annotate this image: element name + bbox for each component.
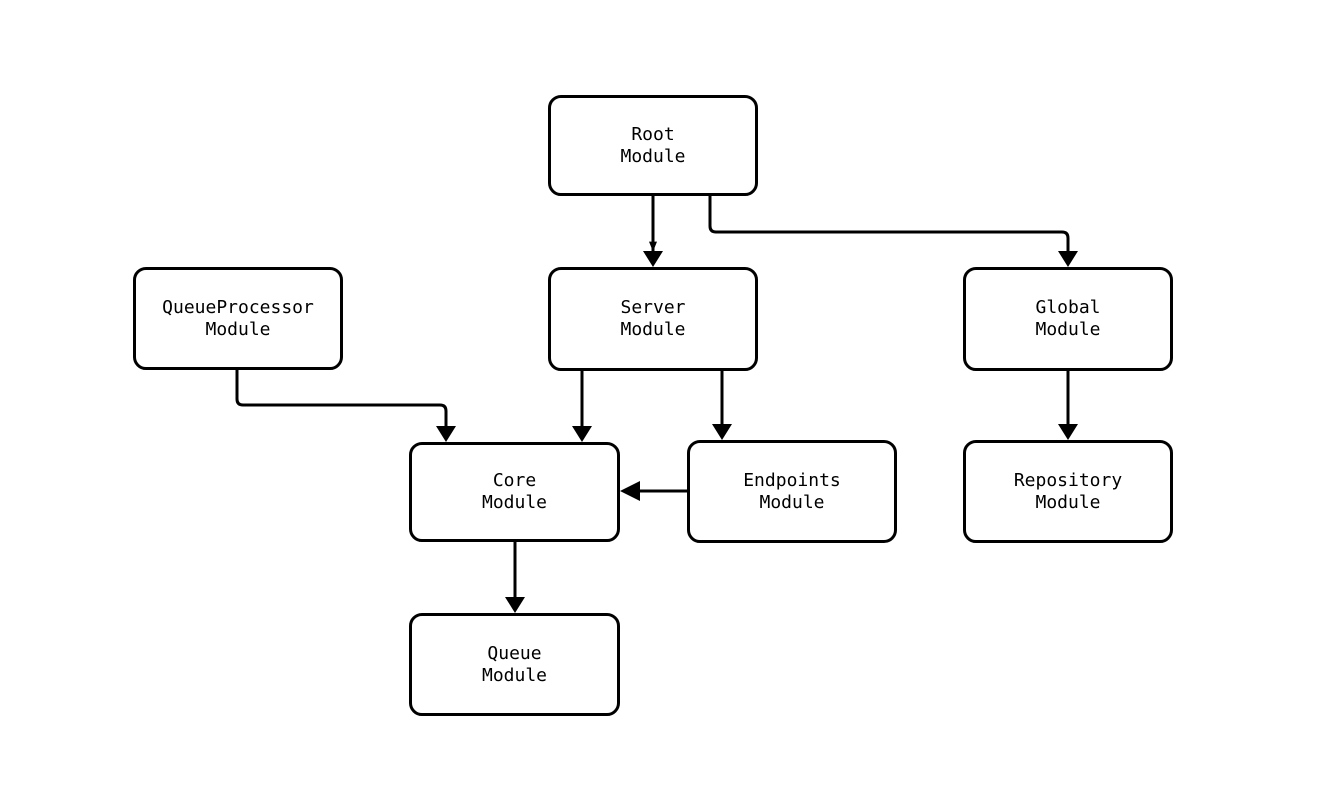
repository-module-label-line1: Repository — [1013, 469, 1123, 491]
queue-module-node[interactable]: Queue Module — [409, 613, 620, 716]
queueprocessor-module-label-line2: Module — [205, 318, 271, 340]
edge-global-to-repository-arrowhead — [1058, 424, 1078, 440]
server-module-label-line2: Module — [620, 319, 686, 340]
edge-server-to-endpoints-arrowhead — [712, 424, 732, 440]
global-module-label-line1: Global — [1035, 297, 1101, 318]
queueprocessor-module-label-line1: QueueProcessor — [162, 296, 314, 318]
edge-root-to-global-arrowhead — [1058, 251, 1078, 267]
edge-queueprocessor-to-core-path — [235, 370, 448, 426]
server-module-label-line1: Server — [620, 297, 686, 318]
queue-module-label-line1: Queue — [487, 642, 542, 664]
queueprocessor-module-node[interactable]: QueueProcessor Module — [133, 267, 343, 370]
edge-server-to-core-arrowhead — [572, 426, 592, 442]
edge-endpoints-to-core-arrowhead — [620, 481, 640, 501]
queue-module-label-line2: Module — [481, 664, 548, 686]
endpoints-module-label-line2: Module — [759, 491, 825, 513]
global-module-node[interactable]: Global Module — [963, 267, 1173, 371]
core-module-label-line1: Core — [492, 470, 537, 491]
endpoints-module-node[interactable]: Endpoints Module — [687, 440, 897, 543]
edge-root-to-global-path — [708, 196, 1070, 251]
server-module-node[interactable]: Server Module — [548, 267, 758, 371]
root-module-label-line1: Root — [631, 123, 675, 145]
endpoints-module-label-line1: Endpoints — [743, 469, 841, 491]
edge-root-to-server-arrowhead — [643, 251, 663, 267]
core-module-node[interactable]: Core Module — [409, 442, 620, 542]
root-module-node[interactable]: Root Module — [548, 95, 758, 196]
core-module-label-line2: Module — [481, 492, 548, 513]
global-module-label-line2: Module — [1035, 319, 1101, 340]
edge-queueprocessor-to-core-arrowhead — [436, 426, 456, 442]
repository-module-label-line2: Module — [1035, 491, 1101, 513]
root-module-label-line2: Module — [620, 145, 686, 167]
edge-core-to-queue-arrowhead — [505, 597, 525, 613]
repository-module-node[interactable]: Repository Module — [963, 440, 1173, 543]
